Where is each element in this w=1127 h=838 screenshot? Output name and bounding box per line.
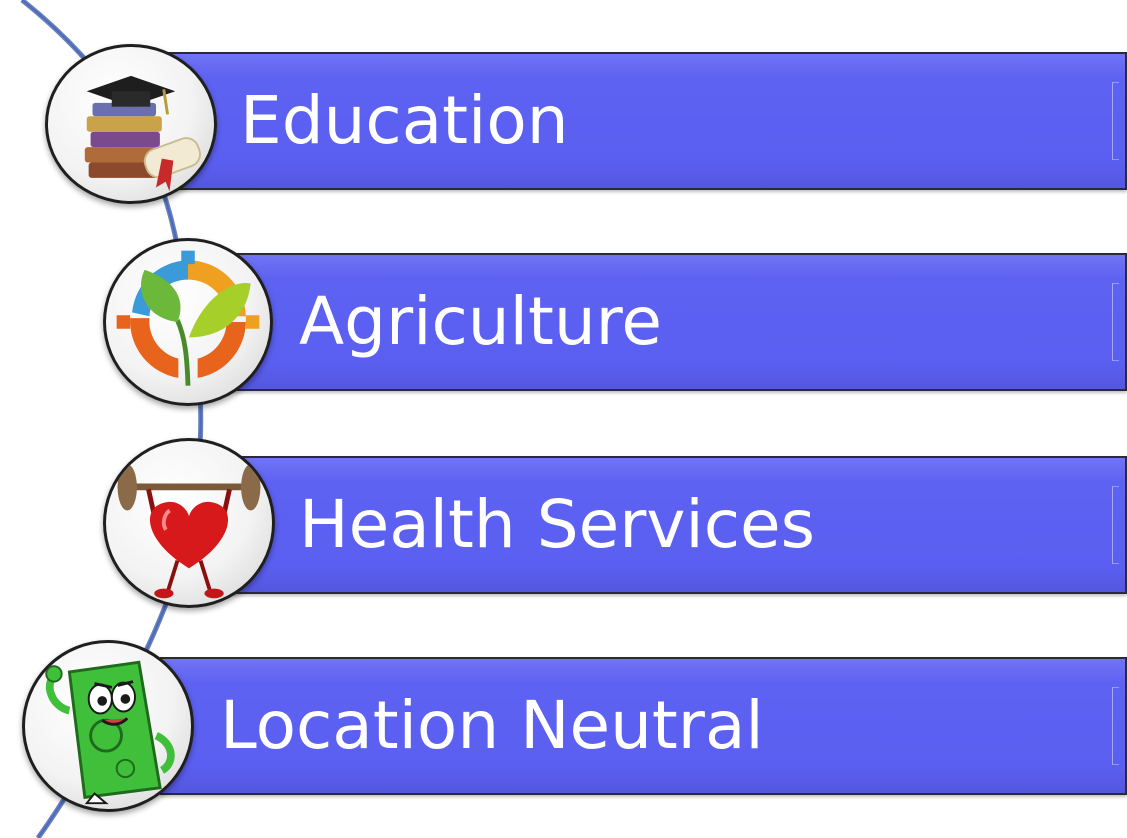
graduation-books-icon xyxy=(45,44,217,204)
bar-label: Location Neutral xyxy=(220,687,764,764)
money-cartoon-icon xyxy=(22,640,194,812)
bar-label: Health Services xyxy=(299,486,816,563)
bar-label: Education xyxy=(240,82,569,159)
bar-health-services: Health Services xyxy=(225,456,1127,594)
bar-label: Agriculture xyxy=(299,283,662,360)
leaf-gear-icon xyxy=(103,238,273,406)
bar-location-neutral: Location Neutral xyxy=(160,657,1127,795)
bar-agriculture: Agriculture xyxy=(225,253,1127,391)
heart-weightlifting-icon xyxy=(103,438,275,608)
bar-education: Education xyxy=(168,52,1127,190)
